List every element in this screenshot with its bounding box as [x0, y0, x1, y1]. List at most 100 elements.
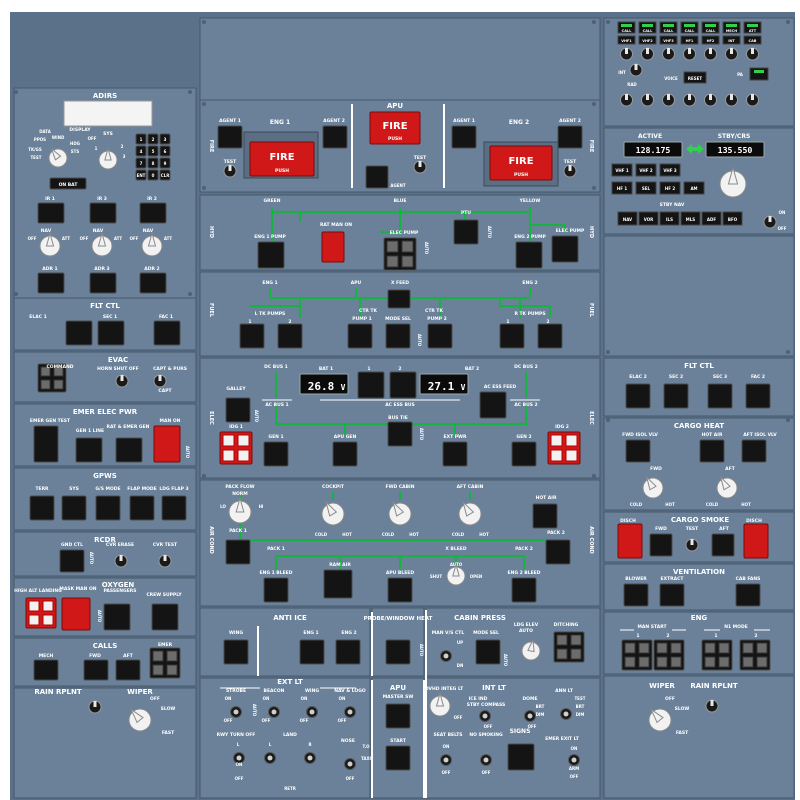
gpws-button-3[interactable] [95, 495, 121, 521]
xfeed-button[interactable] [387, 289, 411, 309]
flt-ctl-right-button-3[interactable] [707, 383, 733, 409]
keypad-key[interactable] [147, 169, 159, 181]
ram-air-guard[interactable] [323, 569, 353, 599]
mask-man-on-guard[interactable] [61, 597, 91, 631]
sys-selector-knob[interactable] [98, 146, 118, 170]
r-tk-pump2-button[interactable] [537, 323, 563, 349]
flt-ctl-button-3[interactable] [153, 320, 181, 346]
rmp-row2-button-3[interactable] [659, 181, 681, 195]
cvr-test-button[interactable] [158, 554, 172, 568]
flt-ctl-button-1[interactable] [65, 320, 93, 346]
n1-mode-1-button[interactable] [701, 639, 733, 671]
stby-nav-button-3[interactable] [659, 211, 680, 226]
aft-isol-vlv-button[interactable] [741, 439, 767, 463]
crew-supply-button[interactable] [151, 603, 179, 631]
ctr-tk-pump1-button[interactable] [347, 323, 373, 349]
audio-vhf-button-3[interactable] [659, 35, 678, 45]
eng2-anti-ice-button[interactable] [335, 639, 361, 665]
gen2-button[interactable] [511, 441, 537, 467]
wing-anti-ice-button[interactable] [223, 639, 249, 665]
stby-nav-button-1[interactable] [617, 211, 638, 226]
keypad-key[interactable] [147, 145, 159, 157]
eng1-anti-ice-button[interactable] [299, 639, 325, 665]
rmp-row2-button-2[interactable] [635, 181, 657, 195]
aft-cargo-temp-knob[interactable] [716, 475, 738, 499]
bus-tie-button[interactable] [387, 421, 413, 447]
eng2-fire-test-button[interactable] [563, 164, 577, 178]
emer-gen-test-guard[interactable] [33, 425, 59, 463]
audio-int-rad-switch[interactable] [629, 63, 643, 77]
high-alt-landing-button[interactable] [25, 597, 57, 629]
pack1-button[interactable] [225, 539, 251, 565]
gnd-ctl-button[interactable] [59, 549, 85, 573]
idg1-button[interactable] [219, 431, 253, 465]
audio-reception-knob-5[interactable] [704, 93, 717, 107]
audio-vhf-button-7[interactable] [743, 35, 762, 45]
mech-call-button[interactable] [33, 659, 59, 681]
yellow-elec-pump-button[interactable] [551, 235, 579, 263]
audio-volume-knob-2[interactable] [641, 47, 654, 61]
gpws-button-5[interactable] [161, 495, 187, 521]
audio-volume-knob-1[interactable] [620, 47, 633, 61]
xbleed-selector[interactable] [446, 562, 466, 586]
apu-fire-test-button[interactable] [413, 160, 427, 174]
man-vs-ctl-switch[interactable] [440, 650, 452, 662]
keypad-key[interactable] [159, 157, 171, 169]
gpws-button-2[interactable] [61, 495, 87, 521]
apu-gen-button[interactable] [332, 441, 358, 467]
l-tk-pump2-button[interactable] [277, 323, 303, 349]
ext-lt-switch-4[interactable] [344, 706, 356, 718]
adr-button-1[interactable] [37, 272, 65, 294]
audio-call-button-2[interactable] [638, 21, 657, 34]
audio-call-button-7[interactable] [743, 21, 762, 34]
eng2-pump-button[interactable] [515, 241, 543, 269]
gen1-line-button[interactable] [75, 437, 103, 463]
audio-reception-knob-2[interactable] [641, 93, 654, 107]
keypad-key[interactable] [147, 133, 159, 145]
pa-button[interactable] [749, 67, 769, 81]
cvr-erase-button[interactable] [114, 554, 128, 568]
rmp-vhf-button-3[interactable] [659, 163, 681, 177]
dome-switch[interactable] [524, 710, 536, 722]
l-tk-pump1-button[interactable] [239, 323, 265, 349]
data-selector-knob[interactable] [48, 147, 68, 168]
emer-call-button[interactable] [149, 647, 181, 679]
audio-volume-knob-7[interactable] [746, 47, 759, 61]
blue-elec-pump-button[interactable] [383, 237, 417, 271]
audio-call-button-3[interactable] [659, 21, 678, 34]
ovhd-integ-lt-knob[interactable] [429, 691, 451, 717]
apu-fire-button[interactable] [369, 111, 421, 145]
audio-volume-knob-6[interactable] [725, 47, 738, 61]
fwd-call-button[interactable] [83, 659, 109, 681]
evac-command-button[interactable] [37, 363, 67, 393]
ctr-tk-pump2-button[interactable] [427, 323, 453, 349]
keypad-key[interactable] [159, 169, 171, 181]
aft-smoke-button[interactable] [711, 533, 735, 557]
nose-lt-switch[interactable] [344, 758, 356, 770]
flt-ctl-right-button-2[interactable] [663, 383, 689, 409]
keypad-key[interactable] [135, 145, 147, 157]
no-smoking-switch[interactable] [480, 754, 492, 766]
stby-nav-button-4[interactable] [680, 211, 701, 226]
probe-window-heat-button[interactable] [385, 639, 411, 665]
audio-volume-knob-4[interactable] [683, 47, 696, 61]
man-start-1-button[interactable] [621, 639, 653, 671]
audio-call-button-1[interactable] [617, 21, 636, 34]
rmp-vhf-button-1[interactable] [611, 163, 633, 177]
rain-rplnt-button[interactable] [88, 700, 102, 714]
land-l-switch[interactable] [264, 752, 276, 764]
pack-flow-selector[interactable] [228, 496, 252, 524]
ir-mode-knob-2[interactable] [91, 231, 113, 257]
aft-call-button[interactable] [115, 659, 141, 681]
eng2-fire-button[interactable] [489, 145, 553, 181]
rmp-freq-knob[interactable] [719, 165, 747, 198]
audio-vhf-button-6[interactable] [722, 35, 741, 45]
audio-volume-knob-3[interactable] [662, 47, 675, 61]
n1-mode-2-button[interactable] [739, 639, 771, 671]
emer-exit-lt-switch[interactable] [568, 754, 580, 766]
blower-button[interactable] [623, 583, 649, 607]
rmp-vhf-button-2[interactable] [635, 163, 657, 177]
keypad-key[interactable] [135, 157, 147, 169]
extract-button[interactable] [659, 583, 685, 607]
stby-nav-button-5[interactable] [701, 211, 722, 226]
